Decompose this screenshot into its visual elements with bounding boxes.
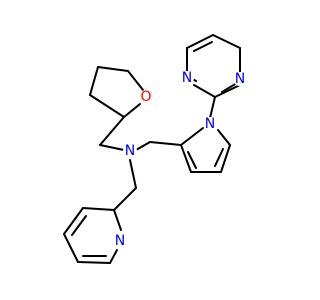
atom-pyridine-nitrogen: N <box>113 233 127 249</box>
bond <box>89 94 125 118</box>
pyrimidine-nitrogen-right-label: N <box>235 71 245 87</box>
bond <box>63 233 79 263</box>
bond <box>89 66 99 96</box>
bond <box>187 151 197 169</box>
bond <box>186 34 214 49</box>
bond <box>63 207 84 235</box>
bond <box>214 84 241 98</box>
bond-pyrimidine-pyrrole <box>209 96 216 119</box>
bond <box>109 249 118 264</box>
bond <box>180 127 204 146</box>
pyridine-ring-bonds <box>63 207 122 264</box>
atom-labels: O N N N N N <box>113 70 247 249</box>
bond <box>221 82 238 93</box>
bond <box>217 129 231 146</box>
bond <box>77 261 111 264</box>
bonds <box>63 34 241 264</box>
pyrrole-ring-bonds <box>180 127 231 173</box>
bond <box>82 207 115 211</box>
bond <box>214 148 224 167</box>
pyridine-nitrogen-label: N <box>115 233 125 249</box>
pyrimidine-nitrogen-left-label: N <box>182 70 192 86</box>
molecule-structure: O N N N N N <box>63 34 247 264</box>
atom-amine-nitrogen: N <box>123 143 137 159</box>
bond <box>180 144 192 173</box>
pyrrole-nitrogen-label: N <box>205 116 215 132</box>
atom-pyrimidine-nitrogen-left: N <box>180 70 194 86</box>
thf-ring-bonds <box>89 66 144 118</box>
bond-ch2-amine <box>135 141 151 151</box>
bond <box>113 209 122 231</box>
bond <box>123 103 141 118</box>
oxygen-label: O <box>140 89 151 105</box>
atom-pyrrole-nitrogen: N <box>203 116 217 132</box>
bond <box>71 215 87 236</box>
bond-ch2-pyridine <box>113 187 137 211</box>
bond <box>212 34 241 49</box>
atom-pyrimidine-nitrogen-right: N <box>233 71 247 87</box>
amine-nitrogen-label: N <box>125 143 135 159</box>
bond <box>127 70 144 91</box>
bond <box>220 144 231 173</box>
bond <box>193 41 213 52</box>
bond-amine-ch2-pyridine <box>129 159 137 189</box>
bond <box>97 66 129 72</box>
atom-oxygen: O <box>139 89 153 105</box>
bond-ch2-thf <box>99 116 125 146</box>
bond-amine-ch2-thf <box>99 144 125 151</box>
pyrimidine-ring-bonds <box>186 34 241 98</box>
bond <box>193 84 216 98</box>
bond-pyrrole-ch2 <box>149 141 182 146</box>
